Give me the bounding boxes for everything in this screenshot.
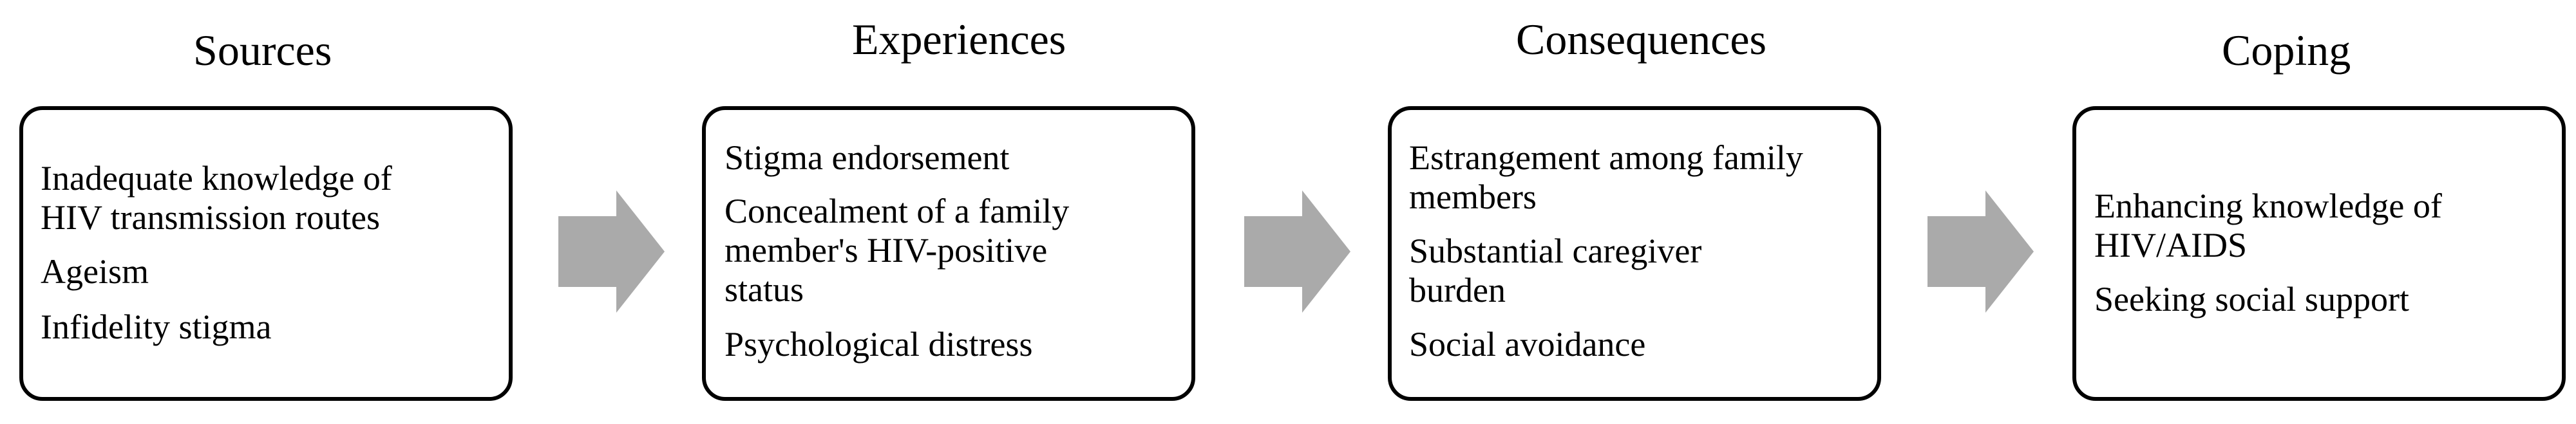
flow-arrow-shape [1927,190,2034,313]
stage-item-coping-2: Seeking social support [2094,280,2409,318]
stage-heading-sources: Sources [193,26,332,75]
stage-box-experiences [702,106,1195,401]
stage-item-sources-1: Inadequate knowledge of HIV transmission… [41,159,392,237]
stage-heading-coping: Coping [2222,26,2351,75]
flow-arrow-shape [1244,190,1350,313]
stage-box-coping [2072,106,2566,401]
stage-item-experiences-3: Psychological distress [724,325,1033,364]
stage-item-experiences-2: Concealment of a family member's HIV-pos… [724,192,1070,309]
flow-arrow-2 [1244,190,1350,313]
stage-item-consequences-1: Estrangement among family members [1409,138,1803,216]
stage-box-sources [19,106,513,401]
stage-item-consequences-3: Social avoidance [1409,325,1646,364]
stage-item-coping-1: Enhancing knowledge of HIV/AIDS [2094,187,2442,264]
flow-arrow-1 [558,190,665,313]
stage-heading-consequences: Consequences [1516,15,1767,64]
stage-box-consequences [1388,106,1881,401]
stage-item-sources-2: Ageism [41,252,149,291]
stage-item-consequences-2: Substantial caregiver burden [1409,232,1702,309]
stage-heading-experiences: Experiences [852,15,1066,64]
flow-arrow-shape [558,190,665,313]
flow-arrow-3 [1927,190,2034,313]
stage-item-sources-3: Infidelity stigma [41,308,272,346]
stage-item-experiences-1: Stigma endorsement [724,138,1010,177]
